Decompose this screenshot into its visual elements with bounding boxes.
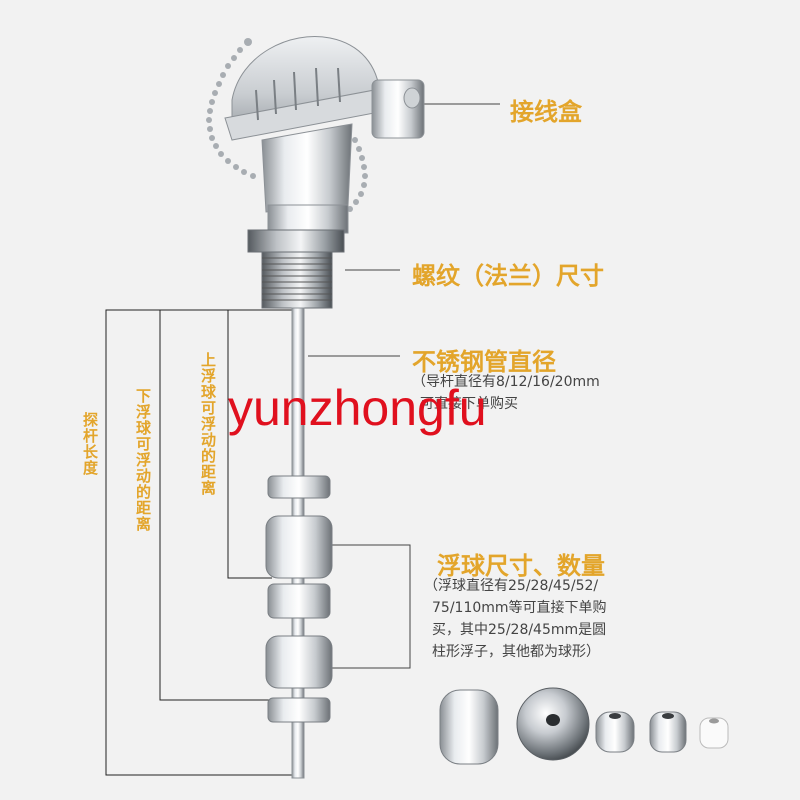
cap-ridges	[255, 67, 341, 121]
pipe-diameter-label: 不锈钢管直径	[412, 348, 556, 376]
upper-float-travel-line	[227, 309, 300, 579]
float-note-line-2: 75/110mm等可直接下单购	[432, 600, 607, 616]
float-samples	[439, 687, 729, 765]
thread-fitting	[247, 229, 345, 309]
float-note-line-4: 柱形浮子，其他都为球形）	[432, 644, 600, 660]
lower-float-travel-label: 下浮球可浮动的距离	[134, 388, 152, 532]
upper-float-travel-label: 上浮球可浮动的距离	[199, 352, 217, 496]
watermark-text: yunzhongfu	[228, 380, 487, 436]
pipe-note-line-1: （导杆直径有8/12/16/20mm	[412, 374, 600, 390]
float-size-label: 浮球尺寸、数量	[437, 552, 605, 580]
float-note-line-1: （浮球直径有25/28/45/52/	[424, 578, 599, 594]
floats	[265, 475, 333, 723]
pipe-note-line-2: 可直接下单购买	[420, 396, 518, 412]
float-note-line-3: 买，其中25/28/45mm是圆	[432, 622, 607, 638]
dimension-lines	[105, 309, 300, 776]
float-callout-bracket	[330, 544, 411, 669]
bead-chain	[206, 38, 368, 212]
probe-length-label: 探杆长度	[81, 412, 99, 476]
thread-size-label: 螺纹（法兰）尺寸	[412, 262, 604, 290]
junction-box-label: 接线盒	[510, 98, 582, 126]
junction-box	[224, 36, 425, 234]
